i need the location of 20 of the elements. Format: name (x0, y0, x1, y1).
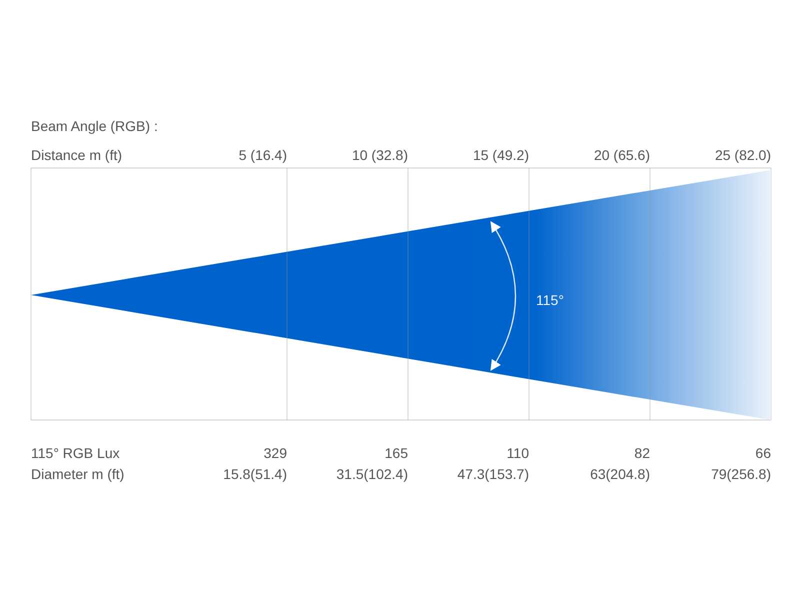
chart-title: Beam Angle (RGB) : (31, 118, 158, 134)
distance-value: 25 (82.0) (714, 147, 771, 163)
diameter-value: 47.3(153.7) (457, 466, 529, 482)
distance-value: 5 (16.4) (238, 147, 287, 163)
distance-value: 10 (32.8) (352, 147, 408, 163)
lux-value: 66 (755, 445, 771, 461)
diameter-value: 79(256.8) (711, 466, 771, 482)
angle-label: 115° (536, 292, 564, 308)
row-header: Distance m (ft) (31, 147, 122, 163)
diameter-value: 15.8(51.4) (223, 466, 287, 482)
lux-value: 110 (506, 445, 529, 461)
lux-value: 82 (634, 445, 650, 461)
lux-value: 165 (384, 445, 408, 461)
diameter-value: 31.5(102.4) (336, 466, 408, 482)
diameter-value: 63(204.8) (590, 466, 650, 482)
lux-value: 329 (264, 445, 287, 461)
distance-value: 15 (49.2) (472, 147, 529, 163)
row-header: Diameter m (ft) (31, 466, 124, 482)
distance-value: 20 (65.6) (594, 147, 650, 163)
row-header: 115° RGB Lux (31, 445, 120, 461)
